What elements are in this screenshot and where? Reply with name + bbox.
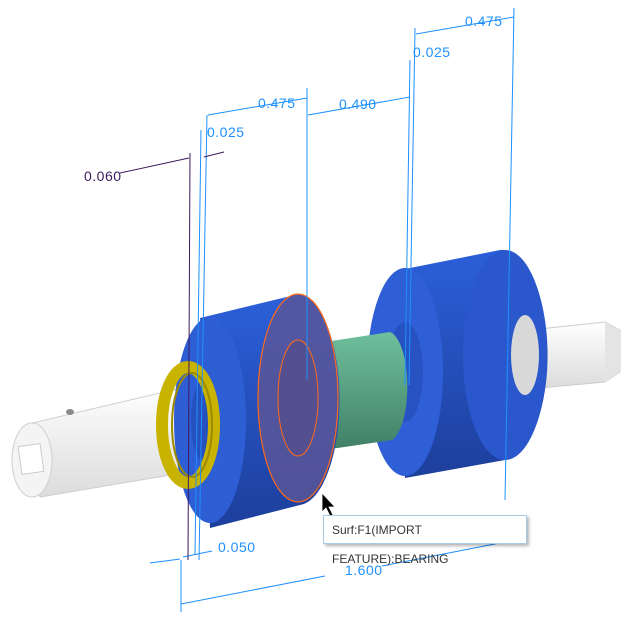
dimension-0-475-right[interactable]: 0.475	[465, 13, 503, 29]
dimension-1-600[interactable]: 1.600	[345, 562, 383, 578]
dimension-0-060[interactable]: 0.060	[84, 168, 122, 184]
dimension-0-025-left[interactable]: 0.025	[207, 124, 245, 140]
dimension-line-purple	[119, 151, 225, 561]
selection-tooltip: Surf:F1(IMPORT FEATURE):BEARING	[323, 515, 527, 566]
dimension-0-025-right[interactable]: 0.025	[413, 44, 451, 60]
dimension-lines	[149, 7, 515, 612]
dimension-0-050[interactable]: 0.050	[218, 539, 256, 555]
bearing-face-highlighted[interactable]	[257, 293, 339, 503]
dimension-0-475-left[interactable]: 0.475	[258, 95, 296, 111]
mouse-cursor-icon	[321, 491, 336, 517]
dimension-0-490[interactable]: 0.490	[339, 96, 377, 112]
right-shaft[interactable]	[529, 321, 621, 389]
